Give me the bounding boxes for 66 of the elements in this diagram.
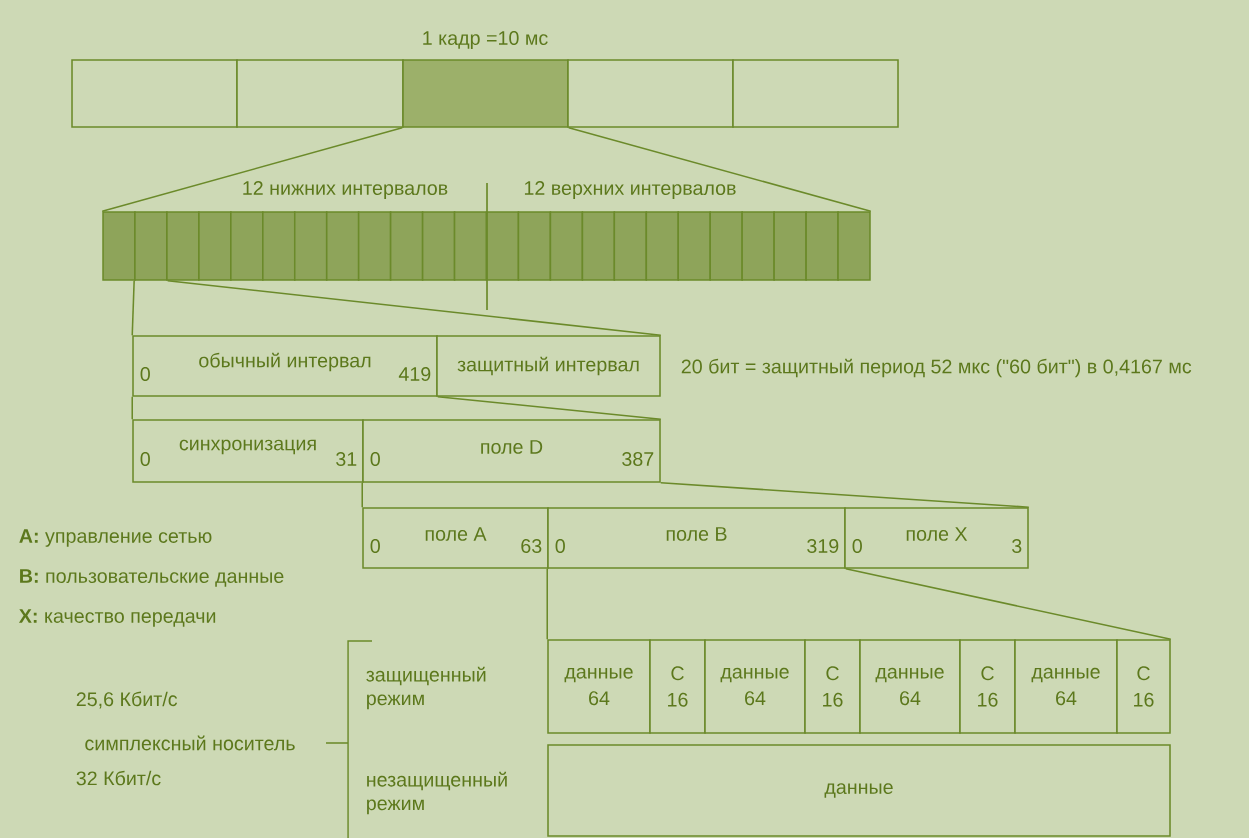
- frame-label: 1 кадр =10 мс: [423, 31, 548, 49]
- field-box: C 16: [649, 639, 706, 734]
- slot-cell: [773, 211, 807, 281]
- frame-cell: [567, 59, 734, 128]
- slot-cell: [357, 211, 392, 281]
- legend-text: X: качество передачи: [18, 609, 216, 627]
- slot-cell: [677, 211, 711, 281]
- slot-cell: [485, 211, 520, 281]
- slot-cell: [262, 211, 296, 281]
- projection-line: [101, 127, 403, 212]
- rate-label: 32 Кбит/с: [76, 770, 161, 786]
- field-box: данные 64: [859, 639, 961, 734]
- slot-cell: [709, 211, 743, 281]
- frame-cell: [402, 59, 569, 128]
- slot-cell: [325, 211, 360, 281]
- field-box: данные 64: [547, 639, 651, 734]
- slot-cell: [134, 211, 168, 281]
- field-box: 0 поле A 63: [362, 507, 549, 569]
- slot-cell: [645, 211, 680, 281]
- legend-text: B: пользовательские данные: [20, 569, 284, 587]
- projection-line: [660, 482, 1030, 508]
- slot-cell: [837, 211, 871, 281]
- field-box: 0 поле B 319: [547, 507, 846, 569]
- slot-cell: [805, 211, 839, 281]
- group-label: 12 верхних интервалов: [524, 181, 736, 199]
- mode-label: защищенный режим: [366, 666, 486, 710]
- field-box: C 16: [804, 639, 861, 734]
- field-box: 0 поле X 3: [844, 507, 1029, 569]
- frame-cell: [71, 59, 238, 128]
- slot-cell: [102, 211, 136, 281]
- projection-line: [131, 280, 135, 336]
- field-box: данные 64: [1014, 639, 1118, 734]
- group-label: 12 нижних интервалов: [243, 181, 448, 199]
- field-box: C 16: [959, 639, 1016, 734]
- slot-cell: [581, 211, 616, 281]
- field-box: защитный интервал: [436, 335, 661, 397]
- slot-cell: [517, 211, 552, 281]
- field-box: 0 поле D 387: [362, 419, 661, 483]
- projection-line: [437, 396, 662, 420]
- legend-text: A: управление сетью: [19, 529, 212, 547]
- field-box: данные 64: [704, 639, 806, 734]
- slot-cell: [198, 211, 232, 281]
- frame-cell: [236, 59, 404, 128]
- projection-line: [845, 568, 1172, 640]
- slot-cell: [549, 211, 584, 281]
- slot-cell: [166, 211, 200, 281]
- projection-line: [568, 127, 872, 212]
- note-text: 20 бит = защитный период 52 мкс ("60 бит") в 0,4167 мс: [681, 358, 1192, 378]
- frame-cell: [732, 59, 899, 128]
- slot-cell: [230, 211, 264, 281]
- projection-line: [546, 568, 548, 640]
- slot-cell: [421, 211, 456, 281]
- slot-cell: [741, 211, 775, 281]
- slot-cell: [613, 211, 648, 281]
- field-box: данные: [547, 744, 1171, 837]
- field-box: C 16: [1116, 639, 1171, 734]
- field-box: 0 синхронизация 31: [132, 419, 364, 483]
- slot-cell: [389, 211, 424, 281]
- projection-line: [361, 482, 363, 508]
- field-box: 0 обычный интервал 419: [132, 335, 438, 397]
- slot-cell: [453, 211, 488, 281]
- slot-cell: [293, 211, 328, 281]
- projection-line: [131, 396, 133, 420]
- mode-label: незащищенный режим: [367, 771, 507, 815]
- rate-label: 25,6 Кбит/с: [76, 691, 178, 709]
- medium-label: симплексный носитель: [85, 735, 295, 751]
